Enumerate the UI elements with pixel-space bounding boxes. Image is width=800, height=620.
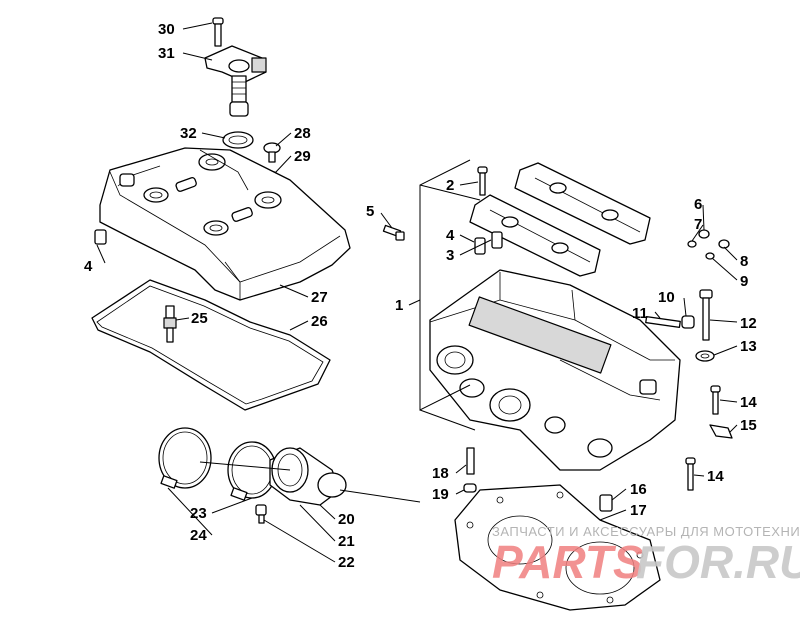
callout-1: 1: [395, 297, 403, 314]
callout-24: 24: [190, 527, 207, 544]
callout-13: 13: [740, 338, 757, 355]
cam-sensor-assembly: [204, 17, 281, 182]
cylinder-head: [429, 269, 681, 471]
watermark-brand-for-ru: FOR.RU: [636, 536, 800, 588]
callout-2: 2: [446, 177, 454, 194]
callout-4-right: 4: [446, 227, 455, 244]
intake-clamps-and-boots: [158, 427, 347, 524]
camshaft-caps: [469, 162, 651, 277]
callout-27: 27: [311, 289, 328, 306]
callout-25: 25: [191, 310, 208, 327]
watermark-brand-parts: PARTS: [492, 536, 644, 588]
callout-30: 30: [158, 21, 175, 38]
callout-6: 6: [694, 196, 702, 213]
callout-14-upper: 14: [740, 394, 757, 411]
spark-plug: [163, 305, 177, 343]
callout-10: 10: [658, 289, 675, 306]
callout-5: 5: [366, 203, 374, 220]
watermark-tagline: ЗАПЧАСТИ И АКСЕССУАРЫ ДЛЯ МОТОТЕХНИКИ: [492, 524, 800, 539]
callout-16: 16: [630, 481, 647, 498]
leader-lines: [96, 22, 738, 563]
callout-15: 15: [740, 417, 757, 434]
callout-28: 28: [294, 125, 311, 142]
callout-32: 32: [180, 125, 197, 142]
callout-22: 22: [338, 554, 355, 571]
valve-cover-gasket: [91, 279, 331, 411]
callout-7: 7: [694, 216, 702, 233]
callout-23: 23: [190, 505, 207, 522]
callout-26: 26: [311, 313, 328, 330]
callout-17: 17: [630, 502, 647, 519]
callout-14-lower: 14: [707, 468, 724, 485]
callout-labels: 30 31 32 28 29 4 27 26 25 5 2 4 3 1 6 7 …: [84, 21, 757, 571]
callout-31: 31: [158, 45, 175, 62]
watermark: ЗАПЧАСТИ И АКСЕССУАРЫ ДЛЯ МОТОТЕХНИКИ PA…: [492, 524, 800, 588]
callout-21: 21: [338, 533, 355, 550]
callout-4-left: 4: [84, 258, 93, 275]
callout-9: 9: [740, 273, 748, 290]
callout-11: 11: [632, 305, 648, 322]
callout-18: 18: [432, 465, 449, 482]
callout-19: 19: [432, 486, 449, 503]
hardware-bolts-and-dowels: [382, 166, 733, 512]
callout-20: 20: [338, 511, 355, 528]
callout-3: 3: [446, 247, 454, 264]
valve-cover: [94, 147, 351, 301]
callout-12: 12: [740, 315, 757, 332]
callout-29: 29: [294, 148, 311, 165]
callout-8: 8: [740, 253, 748, 270]
assembly-bracket: [419, 159, 481, 431]
head-gasket: [454, 484, 661, 611]
